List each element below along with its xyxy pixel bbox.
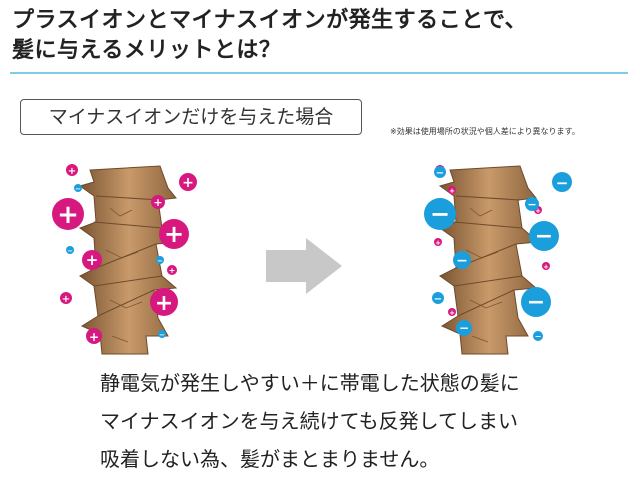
minus-ion: −	[525, 197, 539, 211]
svg-text:−: −	[556, 174, 569, 192]
minus-ion: −	[521, 287, 551, 317]
minus-ion-group: − − − −	[66, 184, 166, 339]
svg-text:+: +	[62, 294, 70, 305]
svg-text:−: −	[75, 185, 81, 193]
minus-ion: −	[156, 256, 164, 265]
svg-text:+: +	[68, 166, 76, 177]
svg-text:+: +	[86, 251, 99, 269]
plus-ion: +	[167, 265, 177, 275]
hair-strand	[438, 165, 540, 355]
title-divider	[10, 72, 628, 74]
plus-ion: +	[542, 262, 550, 271]
minus-ion: −	[529, 221, 559, 251]
svg-text:−: −	[535, 332, 542, 341]
svg-text:−: −	[459, 321, 469, 335]
plus-ion: +	[434, 238, 442, 247]
title-line-2: 髪に与えるメリットとは？	[12, 38, 282, 63]
caption-line-1: 静電気が発生しやすい＋に帯電した状態の髪に	[100, 371, 520, 395]
plus-ion: +	[179, 173, 197, 191]
svg-text:−: −	[159, 331, 165, 339]
svg-text:−: −	[434, 294, 442, 305]
minus-ion: −	[432, 292, 444, 305]
svg-text:+: +	[164, 220, 184, 248]
plus-ion: +	[82, 250, 102, 270]
svg-text:−: −	[157, 257, 163, 265]
plus-ion-group: + + + + + + + + + +	[52, 164, 197, 344]
page-title: プラスイオンとマイナスイオンが発生することで、 髪に与えるメリットとは？	[12, 6, 622, 66]
right-arrow-icon	[266, 238, 342, 294]
svg-text:+: +	[155, 291, 173, 316]
minus-ion: −	[456, 320, 472, 336]
plus-ion: +	[66, 164, 78, 177]
svg-text:−: −	[535, 224, 553, 249]
minus-ion: −	[434, 166, 446, 179]
svg-text:−: −	[430, 200, 450, 228]
explanation-text: 静電気が発生しやすい＋に帯電した状態の髪に マイナスイオンを与え続けても反発して…	[100, 364, 620, 478]
minus-ion-group: − − − − − − − − − −	[424, 166, 572, 341]
plus-ion: +	[159, 219, 189, 249]
scenario-label: マイナスイオンだけを与えた場合	[20, 99, 362, 135]
svg-text:+: +	[89, 330, 99, 344]
svg-text:−: −	[436, 168, 444, 179]
plus-ion: +	[151, 195, 165, 209]
disclaimer-note: ※効果は使用場所の状況や個人差により異なります。	[390, 127, 580, 136]
svg-text:+: +	[535, 207, 541, 215]
svg-text:−: −	[527, 290, 545, 315]
svg-text:+: +	[169, 266, 176, 275]
minus-ion: −	[453, 251, 471, 269]
plus-ion: +	[448, 308, 456, 317]
plus-ion: +	[150, 288, 178, 316]
svg-text:−: −	[67, 247, 73, 255]
svg-text:+: +	[57, 200, 79, 230]
svg-text:−: −	[527, 198, 536, 211]
caption-line-2: マイナスイオンを与え続けても反発してしまい	[100, 409, 518, 433]
title-line-1: プラスイオンとマイナスイオンが発生することで、	[12, 8, 528, 33]
plus-ion: +	[60, 292, 72, 305]
minus-ion: −	[424, 198, 456, 230]
svg-text:+: +	[182, 175, 194, 191]
minus-ion: −	[74, 184, 82, 193]
caption-line-3: 吸着しない為、髪がまとまりません。	[100, 447, 440, 471]
svg-text:+: +	[449, 187, 455, 195]
svg-text:−: −	[456, 253, 468, 269]
svg-text:+: +	[543, 263, 549, 271]
svg-text:+: +	[449, 309, 455, 317]
plus-ion: +	[86, 328, 102, 344]
minus-ion: −	[552, 172, 572, 192]
svg-text:+: +	[435, 239, 441, 247]
plus-ion: +	[52, 198, 84, 230]
hair-after-illustration: + + + + + + − − − − − − − − − −	[424, 165, 572, 355]
hair-before-illustration: + + + + + + + + + + − − − −	[52, 164, 197, 355]
svg-text:+: +	[153, 196, 162, 209]
minus-ion: −	[533, 331, 543, 341]
plus-ion: +	[448, 186, 456, 195]
minus-ion: −	[66, 246, 74, 255]
minus-ion: −	[158, 330, 166, 339]
